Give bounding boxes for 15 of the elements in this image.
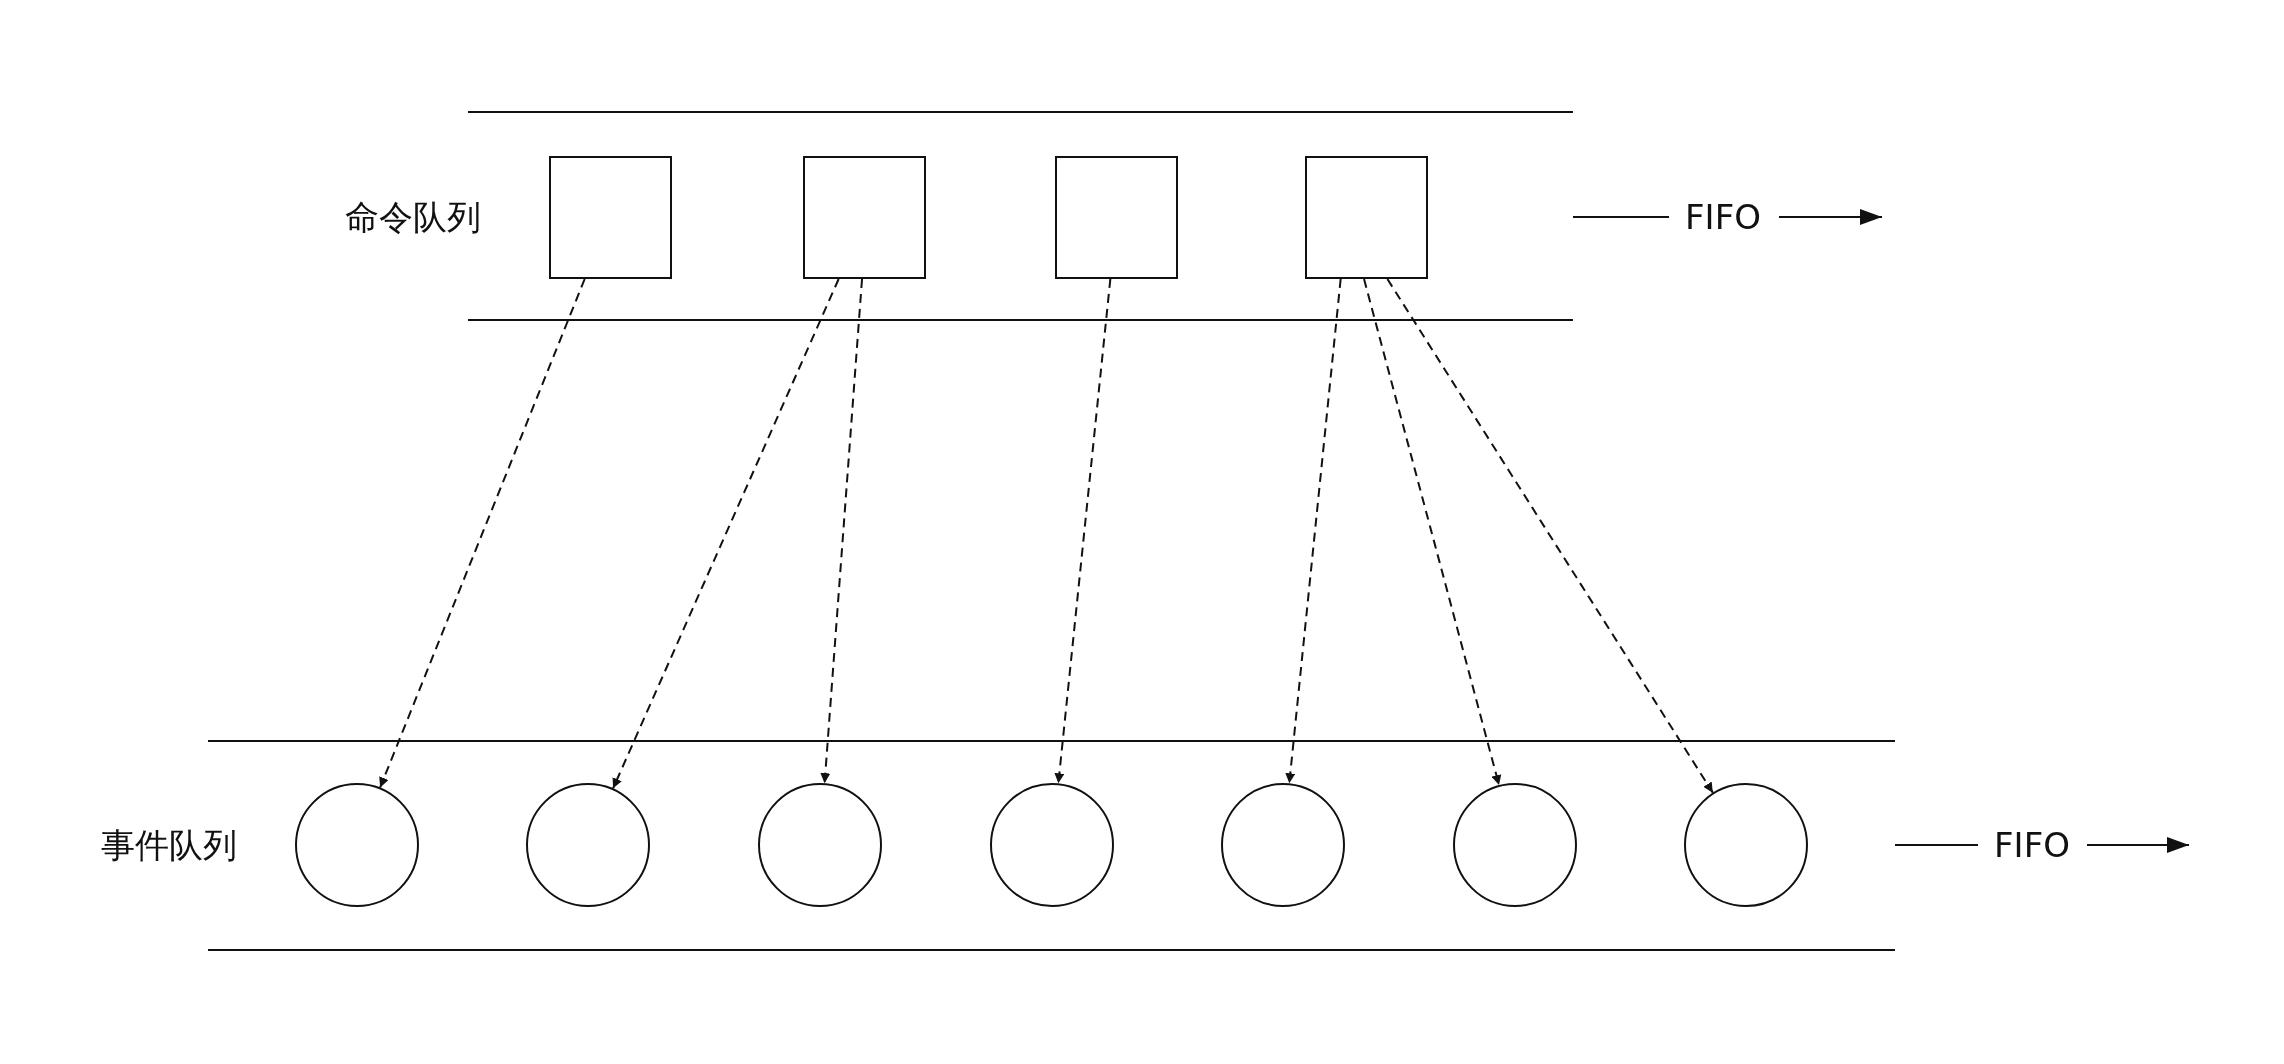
queue-command-square (803, 156, 926, 279)
arrow (1363, 278, 1502, 787)
arrow (820, 278, 864, 785)
arrow (1386, 278, 1714, 794)
queue-label: 命令队列 (345, 200, 481, 234)
arrow (612, 278, 840, 790)
direction-label: FIFO (1994, 828, 2070, 862)
arrow (1285, 278, 1342, 785)
queue-label: 事件队列 (101, 828, 237, 862)
queue-command-square (1305, 156, 1428, 279)
queue-command-square (549, 156, 672, 279)
direction-label: FIFO (1685, 200, 1761, 234)
arrow (379, 278, 586, 789)
arrow (1054, 278, 1112, 785)
queue-command-square (1055, 156, 1178, 279)
